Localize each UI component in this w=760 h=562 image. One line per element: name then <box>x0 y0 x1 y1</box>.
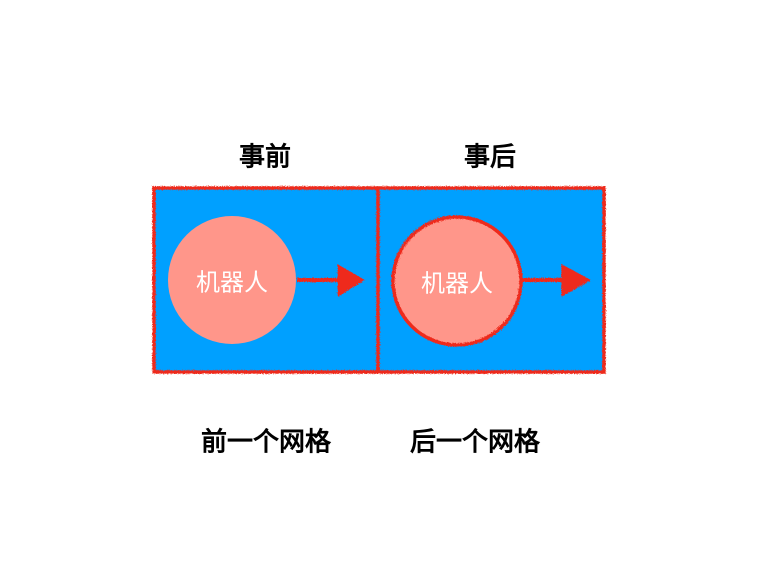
caption-next-grid: 后一个网格 <box>409 427 541 458</box>
arrow-right-icon <box>522 264 592 297</box>
robot-label-previous: 机器人 <box>196 268 268 297</box>
title-before: 事前 <box>238 142 292 173</box>
robot-next <box>391 215 523 347</box>
caption-previous-grid: 前一个网格 <box>200 427 332 458</box>
title-after: 事后 <box>463 142 517 173</box>
arrow-right-icon <box>297 264 365 297</box>
robot-label-next: 机器人 <box>421 269 493 298</box>
robot-previous <box>168 216 296 344</box>
